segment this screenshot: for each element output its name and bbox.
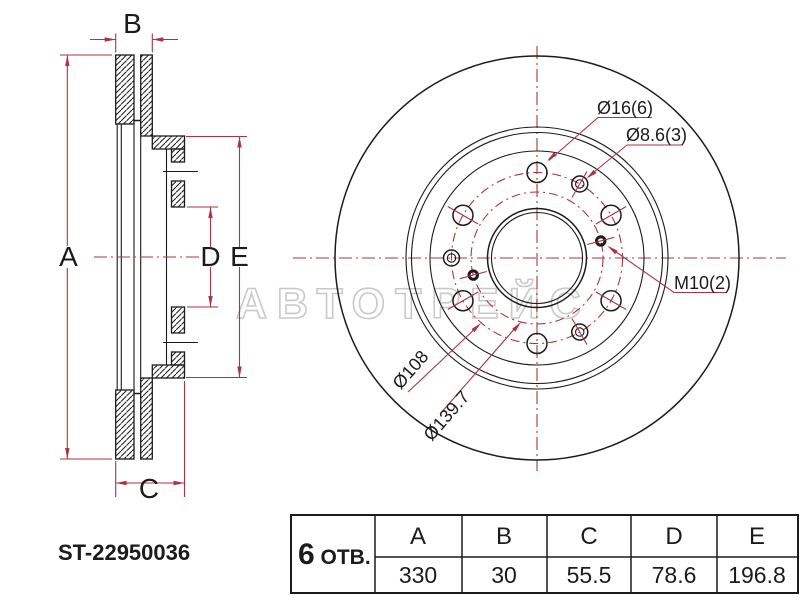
locating-hole — [571, 175, 589, 193]
dimension-b: B — [90, 8, 178, 53]
hat-skirt-lower — [151, 364, 186, 379]
cross-section-view: A B C D — [59, 8, 249, 504]
part-number: ST-22950036 — [58, 540, 190, 565]
table-header-b: B — [496, 523, 512, 550]
thread-hole — [467, 269, 479, 281]
locating-hole — [442, 249, 461, 267]
hub-flange-lower-b — [170, 351, 186, 366]
callout-thread-hole-label: M10(2) — [674, 273, 731, 293]
bolt-hole — [452, 290, 474, 312]
dimension-d: D — [187, 206, 221, 308]
callout-thread-hole: M10(2) — [607, 246, 731, 294]
center-bore-circle — [486, 207, 588, 309]
callout-bolt-hole-label: Ø16(6) — [597, 98, 653, 118]
table-value-e: 196.8 — [728, 562, 786, 588]
table-header-e: E — [749, 523, 765, 550]
callout-bcd-outer-label: Ø139.7 — [420, 387, 474, 445]
dimension-a: A — [59, 54, 112, 460]
right-plate-upper — [140, 54, 153, 137]
hub-step-circle — [429, 150, 645, 366]
bolt-hole — [526, 161, 548, 184]
bolt-circle-139 — [450, 171, 624, 345]
table-value-a: 330 — [399, 562, 437, 588]
hat-ring-outer-circle — [405, 126, 669, 390]
bolt-hole — [600, 290, 622, 312]
left-plate-upper — [115, 54, 135, 125]
dim-label-b: B — [123, 8, 142, 39]
table-header-a: A — [410, 523, 426, 550]
bolt-hole — [600, 204, 622, 226]
hole-tick-marks — [447, 171, 627, 345]
locating-hole — [571, 323, 589, 341]
callout-small-hole: Ø8.6(3) — [586, 125, 687, 179]
table-header-c: C — [580, 523, 597, 550]
dimension-c: C — [115, 381, 186, 504]
left-plate-lower — [115, 389, 135, 460]
front-view: Ø16(6) Ø8.6(3) M10(2) Ø108 Ø139.7 — [293, 46, 786, 471]
callout-small-hole-label: Ø8.6(3) — [626, 125, 687, 145]
bolt-hole — [526, 332, 548, 355]
right-plate-lower — [140, 377, 153, 460]
bolt-hole — [452, 204, 474, 226]
bolt-circle-108 — [470, 191, 604, 325]
table-border — [290, 514, 799, 594]
dim-label-d: D — [200, 241, 220, 272]
table-header-d: D — [665, 523, 682, 550]
hub-flange-upper-b — [170, 180, 186, 208]
thread-hole — [595, 235, 607, 247]
hat-ring-inner-circle — [410, 131, 664, 385]
dimension-e: E — [186, 135, 249, 379]
callout-bcd-inner-label: Ø108 — [388, 347, 432, 393]
spec-table: 6 ОТВ. A B C D E 330 30 55.5 78.6 196.8 — [290, 514, 799, 594]
outer-circle — [334, 55, 740, 461]
dim-label-c: C — [139, 473, 159, 504]
watermark: АВТОТРЕЙС — [236, 279, 591, 328]
holes-count-cell: 6 ОТВ. — [298, 538, 371, 571]
callout-bolt-hole: Ø16(6) — [547, 98, 653, 161]
hub-flange-upper-a — [170, 148, 186, 163]
table-value-c: 55.5 — [567, 562, 612, 588]
table-value-d: 78.6 — [652, 562, 697, 588]
center-bore-inner-circle — [490, 211, 584, 305]
dim-label-e: E — [230, 241, 249, 272]
hat-skirt-upper — [151, 135, 186, 150]
dim-label-a: A — [59, 241, 78, 272]
hub-flange-lower-a — [170, 306, 186, 334]
table-value-b: 30 — [491, 562, 517, 588]
